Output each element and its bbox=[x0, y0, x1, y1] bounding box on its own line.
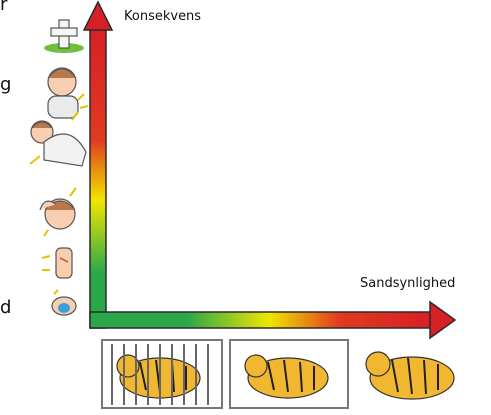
free-tiger-icon bbox=[365, 351, 455, 400]
grave-cross-icon bbox=[44, 19, 84, 53]
fallen-person-icon bbox=[29, 111, 87, 167]
small-bump-icon bbox=[51, 289, 77, 316]
clipped-text-top: r bbox=[0, 0, 8, 15]
y-axis-label: Konsekvens bbox=[124, 9, 202, 24]
y-axis-arrow bbox=[82, 0, 114, 329]
scraped-knee-icon bbox=[41, 247, 73, 279]
x-axis-label: Sandsynlighed bbox=[360, 276, 456, 291]
crying-child-icon bbox=[47, 67, 89, 119]
clipped-text-middle: g bbox=[0, 74, 12, 95]
hurt-head-icon bbox=[39, 187, 77, 237]
caged-tiger-icon bbox=[101, 339, 223, 409]
x-axis-arrow bbox=[89, 300, 457, 340]
fenced-tiger-icon bbox=[229, 339, 349, 409]
clipped-text-bottom: d bbox=[0, 297, 12, 318]
